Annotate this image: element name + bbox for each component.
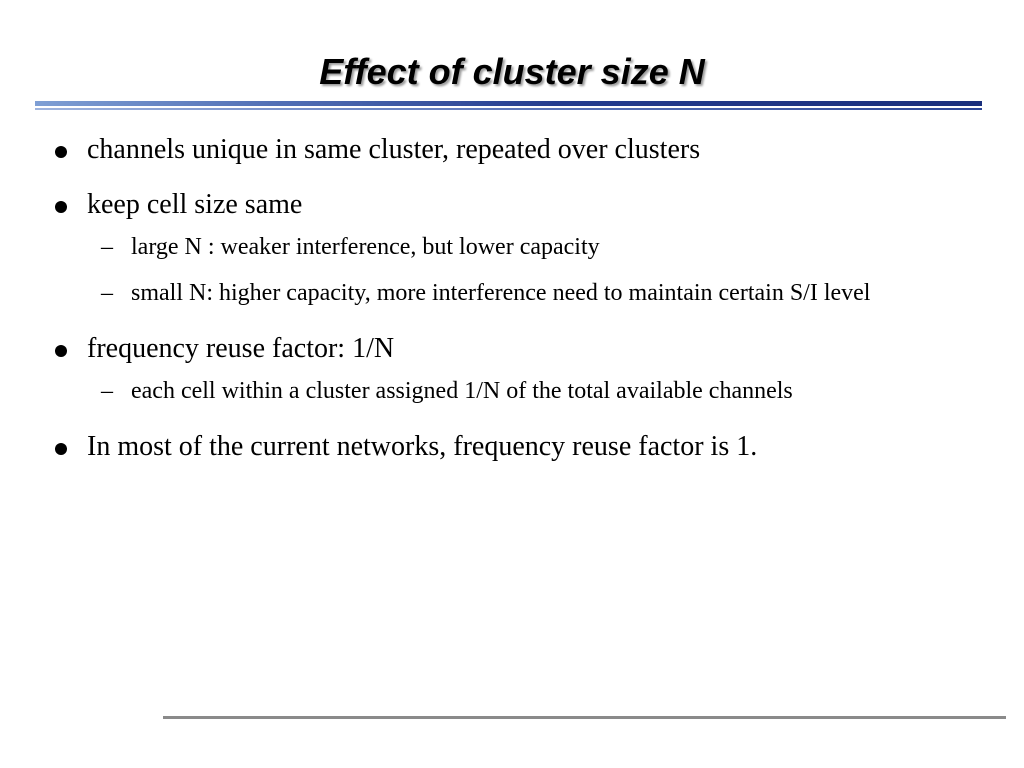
dash-marker-icon: – [101, 234, 113, 260]
bullet-dot-icon [55, 201, 67, 213]
title-underline-thick [35, 101, 982, 106]
sub-bullet-item: – large N : weaker interference, but low… [87, 229, 950, 266]
bullet-dot-icon [55, 345, 67, 357]
sub-bullet-item: – small N: higher capacity, more interfe… [87, 275, 950, 312]
sub-bullet-list: – each cell within a cluster assigned 1/… [87, 373, 950, 410]
bullet-dot-icon [55, 443, 67, 455]
bullet-dot-icon [55, 146, 67, 158]
dash-marker-icon: – [101, 378, 113, 404]
bullet-item: frequency reuse factor: 1/N – each cell … [50, 331, 950, 410]
title-underline-thin [35, 108, 982, 110]
dash-marker-icon: – [101, 280, 113, 306]
bullet-list: channels unique in same cluster, repeate… [50, 132, 950, 484]
sub-bullet-text: each cell within a cluster assigned 1/N … [131, 378, 793, 404]
bullet-text: keep cell size same [87, 189, 303, 220]
slide-title: Effect of cluster size N [319, 51, 705, 92]
sub-bullet-list: – large N : weaker interference, but low… [87, 229, 950, 312]
footer-divider [163, 716, 1006, 719]
bullet-item: keep cell size same – large N : weaker i… [50, 187, 950, 312]
sub-bullet-item: – each cell within a cluster assigned 1/… [87, 373, 950, 410]
bullet-text: channels unique in same cluster, repeate… [87, 134, 701, 165]
title-underline [35, 101, 982, 110]
sub-bullet-text: large N : weaker interference, but lower… [131, 234, 600, 260]
bullet-text: frequency reuse factor: 1/N [87, 333, 395, 364]
sub-bullet-text: small N: higher capacity, more interfere… [131, 280, 871, 306]
bullet-item: In most of the current networks, frequen… [50, 429, 950, 465]
bullet-text: In most of the current networks, frequen… [87, 431, 758, 462]
bullet-item: channels unique in same cluster, repeate… [50, 132, 950, 168]
